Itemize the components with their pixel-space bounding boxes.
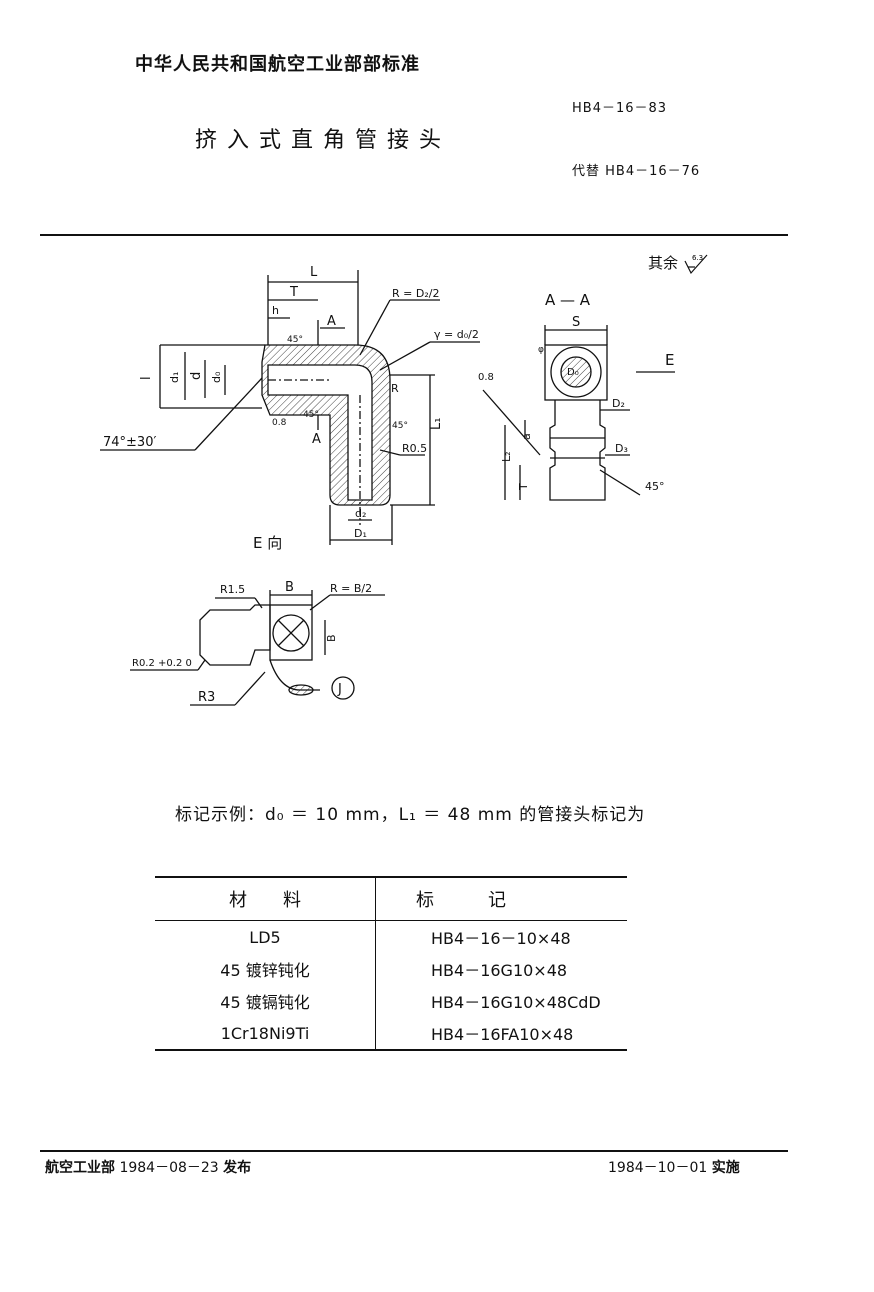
implementation-info: 1984－10－01 实施 xyxy=(608,1157,740,1177)
label-0.8-main: 0.8 xyxy=(272,418,287,428)
label-D3: D₃ xyxy=(615,442,628,455)
label-R-D2: R = D₂/2 xyxy=(392,287,439,300)
label-L1: L₁ xyxy=(429,418,444,430)
table-row: 45 镀锌钝化 HB4－16G10×48 xyxy=(155,953,627,985)
label-L: L xyxy=(310,265,318,280)
label-R: R xyxy=(391,382,399,395)
label-d2: d₂ xyxy=(355,507,366,520)
surface-note-label: 其余 xyxy=(648,254,679,272)
label-section-A-top: A xyxy=(327,314,336,329)
label-phi: φ xyxy=(538,345,544,355)
label-a: a xyxy=(520,433,533,440)
main-view xyxy=(100,270,480,545)
label-h: h xyxy=(272,304,279,317)
label-S: S xyxy=(572,315,580,330)
organization-title: 中华人民共和国航空工业部部标准 xyxy=(135,54,420,75)
label-L2: L₂ xyxy=(500,451,513,462)
issue-info: 航空工业部 1984－08－23 发布 xyxy=(45,1157,251,1177)
e-view-labels: E 向 R1.5 B R = B/2 B R0.2 +0.2 0 R3 J xyxy=(132,534,372,705)
section-view xyxy=(482,325,675,501)
material-cell: 45 镀锌钝化 xyxy=(155,953,376,985)
label-section-A-bottom: A xyxy=(312,432,321,447)
label-45-bottom: 45° xyxy=(303,410,319,420)
label-0.8-section: 0.8 xyxy=(478,372,494,383)
e-view-title: E 向 xyxy=(253,534,282,552)
label-d1: d₁ xyxy=(168,372,181,383)
marking-cell: HB4－16－10×48 xyxy=(431,929,571,948)
bottom-rule xyxy=(40,1150,788,1152)
label-D1: D₁ xyxy=(354,527,367,540)
label-B-side: B xyxy=(325,634,338,642)
material-cell: 1Cr18Ni9Ti xyxy=(155,1017,376,1050)
header-marking: 标 记 xyxy=(416,890,506,911)
label-r-d0: γ = d₀/2 xyxy=(434,328,479,341)
label-R0.2: R0.2 +0.2 0 xyxy=(132,658,192,669)
label-R0.5: R0.5 xyxy=(402,442,427,455)
label-d0: d₀ xyxy=(210,371,223,383)
label-T-section: T xyxy=(517,483,530,491)
roughness-value: 6.3 xyxy=(692,254,703,262)
header-material: 材 料 xyxy=(155,877,376,921)
implementation-word: 实施 xyxy=(711,1160,740,1176)
label-45-top: 45° xyxy=(287,335,303,345)
label-J: J xyxy=(337,682,342,697)
section-view-labels: A — A S φ D₀ E 0.8 D₂ D₃ a L₂ T 45° xyxy=(478,291,674,493)
table-row: 45 镀镉钝化 HB4－16G10×48CdD xyxy=(155,985,627,1017)
label-45-right: 45° xyxy=(392,421,408,431)
surface-roughness-note: 其余 6.3 xyxy=(648,252,709,275)
label-D2-section: D₂ xyxy=(612,397,625,410)
implementation-date: 1984－10－01 xyxy=(608,1160,708,1176)
document-title: 挤入式直角管接头 xyxy=(195,128,452,153)
section-title: A — A xyxy=(545,291,591,309)
label-T: T xyxy=(289,285,298,300)
e-view xyxy=(130,590,385,706)
technical-drawing: L T h 45° A A R = D₂/2 γ = d₀/2 l d₁ d d… xyxy=(100,265,675,706)
replaces-standard: 代替 HB4－16－76 xyxy=(572,164,701,179)
marking-cell: HB4－16G10×48CdD xyxy=(431,993,601,1012)
marking-cell: HB4－16FA10×48 xyxy=(431,1025,574,1044)
label-l: l xyxy=(139,376,154,380)
material-cell: LD5 xyxy=(155,920,376,953)
issue-date: 1984－08－23 xyxy=(119,1160,219,1176)
table-header-row: 材 料 标 记 xyxy=(155,877,627,921)
top-rule xyxy=(40,234,788,236)
label-D0: D₀ xyxy=(567,367,579,378)
issuer: 航空工业部 xyxy=(45,1160,115,1176)
label-R3: R3 xyxy=(198,690,215,705)
label-R-B2: R = B/2 xyxy=(330,582,372,595)
material-cell: 45 镀镉钝化 xyxy=(155,985,376,1017)
marking-example: 标记示例：d₀ ＝ 10 mm，L₁ ＝ 48 mm 的管接头标记为 xyxy=(175,805,646,825)
label-R1.5: R1.5 xyxy=(220,583,245,596)
label-angle-74: 74°±30′ xyxy=(103,435,156,450)
label-E: E xyxy=(665,351,674,369)
standard-number: HB4－16－83 xyxy=(572,101,668,116)
table-row: 1Cr18Ni9Ti HB4－16FA10×48 xyxy=(155,1017,627,1050)
main-view-labels: L T h 45° A A R = D₂/2 γ = d₀/2 l d₁ d d… xyxy=(103,265,479,540)
issue-word: 发布 xyxy=(223,1160,252,1176)
roughness-symbol-icon: 6.3 xyxy=(684,254,708,274)
label-d: d xyxy=(189,372,204,380)
marking-cell: HB4－16G10×48 xyxy=(431,961,568,980)
label-45-section: 45° xyxy=(645,480,665,493)
table-row: LD5 HB4－16－10×48 xyxy=(155,920,627,953)
label-B-top: B xyxy=(285,580,294,595)
materials-table: 材 料 标 记 LD5 HB4－16－10×48 45 镀锌钝化 HB4－16G… xyxy=(155,876,627,1051)
